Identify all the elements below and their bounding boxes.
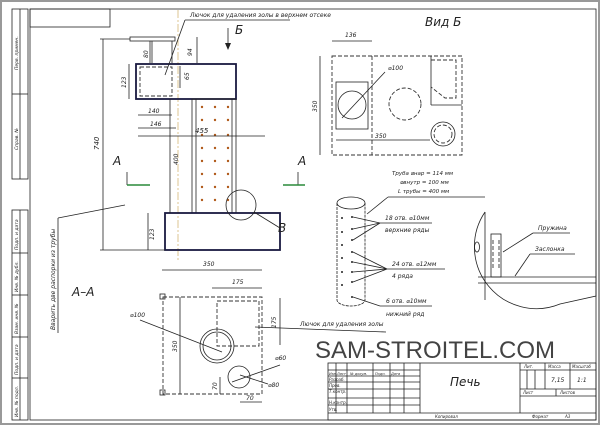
section-mark-left: А [112, 154, 121, 168]
mass-label: Масса [548, 364, 561, 369]
detail-callout-label: В [278, 221, 286, 235]
side-stamp: Перв. примен. Справ. № Подп. и дата Инв.… [11, 8, 29, 421]
aa-dim-350-h: 350 [172, 340, 179, 352]
view-b-title: Вид Б [425, 15, 461, 29]
sheets-label: Листов [559, 390, 576, 395]
copied-label: Копировал [435, 414, 458, 419]
pipe-note-2: 24 отв. ⌀12мм [392, 261, 437, 268]
dim-140: 140 [148, 108, 160, 115]
dim-123-top: 123 [121, 76, 128, 88]
drawing-name: Печь [450, 375, 481, 389]
tb-role: Н.контр. [329, 400, 347, 405]
aa-dim-dia60: ⌀60 [275, 355, 286, 362]
format-label: Формат [532, 414, 549, 419]
aa-dim-dia100: ⌀100 [130, 312, 145, 319]
section-mark-right: А [297, 154, 306, 168]
dim-80: 80 [143, 50, 150, 58]
ash-door-upper [139, 66, 173, 97]
dim-146: 146 [150, 121, 162, 128]
title-block: Изм. Лист № докум. Подп. Дата Разраб. Пр… [327, 362, 597, 421]
tb-role: Утв. [329, 407, 337, 412]
mass-value: 7,15 [551, 377, 565, 384]
lower-chamber [164, 212, 281, 251]
upper-chamber [135, 63, 237, 100]
section-title: А–А [71, 285, 94, 299]
dim-65: 65 [184, 72, 191, 80]
pipe-note-3: 6 отв. ⌀10мм [386, 298, 427, 305]
pipe-note-1: 18 отв. ⌀10мм [385, 215, 430, 222]
tb-header: Подп. [375, 372, 386, 376]
side-note: Вварить две распорки из трубы [50, 229, 57, 330]
aa-dim-70-h: 70 [246, 395, 254, 402]
aa-dim-175-h: 175 [271, 316, 278, 328]
tb-role: Т.контр. [329, 389, 346, 394]
stamp-label: Инв. № дубл. [14, 261, 20, 292]
pipe-note-3-sub: нижний ряд [386, 311, 424, 318]
dim-740: 740 [93, 136, 101, 150]
dim-455: 455 [195, 127, 209, 135]
detail-v: Пружина Заслонка [474, 211, 597, 310]
tb-header: Дата [390, 372, 400, 376]
elevation-view: В Лючок для удаления золы в верхнем отсе… [50, 10, 331, 333]
pipe-spec-line: Труба ⌀нар = 114 мм [392, 171, 453, 177]
stamp-label: Инв. № подл. [14, 386, 20, 417]
drawing-frame [29, 8, 597, 421]
watermark: SAM-STROITEL.COM [315, 337, 555, 364]
tb-role: Пров. [329, 383, 341, 388]
tb-header: Лист [336, 372, 347, 376]
top-left-box [29, 8, 111, 28]
pipe-note-1-sub: верхние ряды [385, 227, 430, 234]
sheet-label: Лист [522, 390, 534, 395]
view-b: Вид Б 136 350 350 ⌀100 [312, 15, 463, 156]
dim-123-bottom: 123 [149, 228, 156, 240]
section-a-a: А–А 350 175 175 350 ⌀100 ⌀60 ⌀80 70 70 Л… [71, 261, 387, 403]
scale-value: 1:1 [577, 377, 587, 384]
dim-400: 400 [173, 153, 180, 165]
pipe-spec-line: ⌀внутр = 100 мм [400, 180, 449, 186]
stamp-label: Справ. № [14, 128, 20, 150]
top-note: Лючок для удаления золы в верхнем отсеке [189, 12, 331, 19]
stamp-label: Подп. и дата [14, 219, 20, 250]
aa-dim-175-w: 175 [232, 279, 244, 286]
aa-dim-70-v: 70 [212, 382, 219, 390]
stamp-label: Перв. примен. [14, 36, 20, 70]
format-value: А3 [564, 414, 571, 419]
aa-dim-350-w: 350 [203, 261, 215, 268]
tb-role: Разраб. [329, 377, 345, 382]
perforated-pipe: Труба ⌀нар = 114 мм ⌀внутр = 100 мм L тр… [336, 171, 485, 318]
pipe-spec-line: L трубы = 400 мм [398, 189, 449, 195]
spring-label: Пружина [538, 225, 567, 232]
dim-350-vertical: 350 [312, 100, 319, 112]
stamp-label: Подп. и дата [14, 344, 20, 375]
view-arrow-label: Б [235, 23, 243, 37]
scale-label: Масштаб [572, 364, 592, 369]
tb-header: № докум. [349, 372, 367, 376]
stamp-label: Взам. инв. № [14, 303, 20, 334]
dim-350-horizontal: 350 [375, 133, 387, 140]
detail-callout-circle [225, 189, 257, 221]
dim-dia100: ⌀100 [388, 65, 403, 72]
aa-ash-note: Лючок для удаления золы [299, 321, 384, 328]
damper-label: Заслонка [535, 246, 565, 253]
dim-136: 136 [345, 32, 357, 39]
tb-header: Изм. [329, 372, 337, 376]
aa-dim-dia80: ⌀80 [268, 382, 279, 389]
dim-94: 94 [187, 48, 194, 56]
pipe-note-2-sub: 4 ряда [392, 273, 413, 280]
lit-label: Лит. [523, 364, 533, 369]
